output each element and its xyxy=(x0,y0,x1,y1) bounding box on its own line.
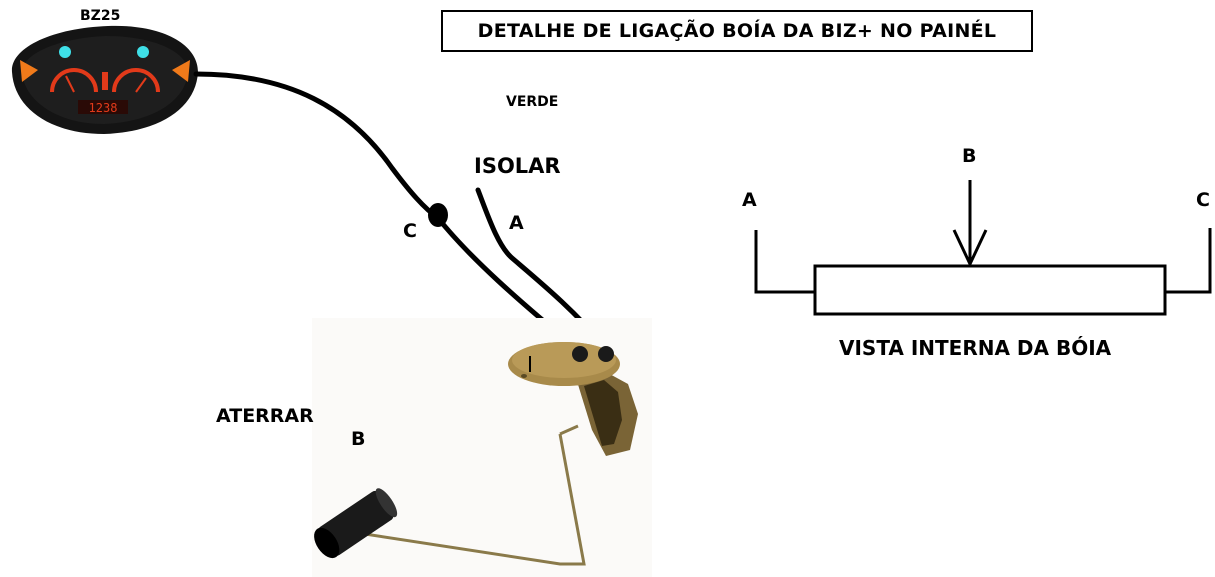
aterrar-label: ATERRAR xyxy=(216,405,314,427)
terminal-a-lead xyxy=(754,230,815,294)
wiper-arrowhead xyxy=(952,229,988,268)
verde-label: VERDE xyxy=(506,94,559,110)
panel-odometer: 1238 xyxy=(89,101,118,115)
terminal-a-label: A xyxy=(742,189,757,211)
wire-c xyxy=(193,71,579,351)
wire-a-label: A xyxy=(509,212,524,234)
isolar-label: ISOLAR xyxy=(474,154,561,178)
wire-b-label: B xyxy=(351,428,366,450)
terminal-c-lead xyxy=(1165,228,1212,294)
fuel-sensor-image xyxy=(312,318,652,577)
terminal-b-label: B xyxy=(962,145,977,167)
wire-c-label: C xyxy=(403,220,417,242)
internal-view-schematic xyxy=(754,180,1212,316)
wire-c-splice xyxy=(428,203,448,227)
internal-view-caption: VISTA INTERNA DA BÓIA xyxy=(839,336,1112,360)
panel-model-label: BZ25 xyxy=(80,8,121,24)
terminal-c-label: C xyxy=(1196,189,1210,211)
resistor-body xyxy=(813,264,1167,316)
instrument-panel-image: 1238 xyxy=(11,25,199,135)
diagram-title: DETALHE DE LIGAÇÃO BOÍA DA BIZ+ NO PAINÉ… xyxy=(441,10,1033,52)
